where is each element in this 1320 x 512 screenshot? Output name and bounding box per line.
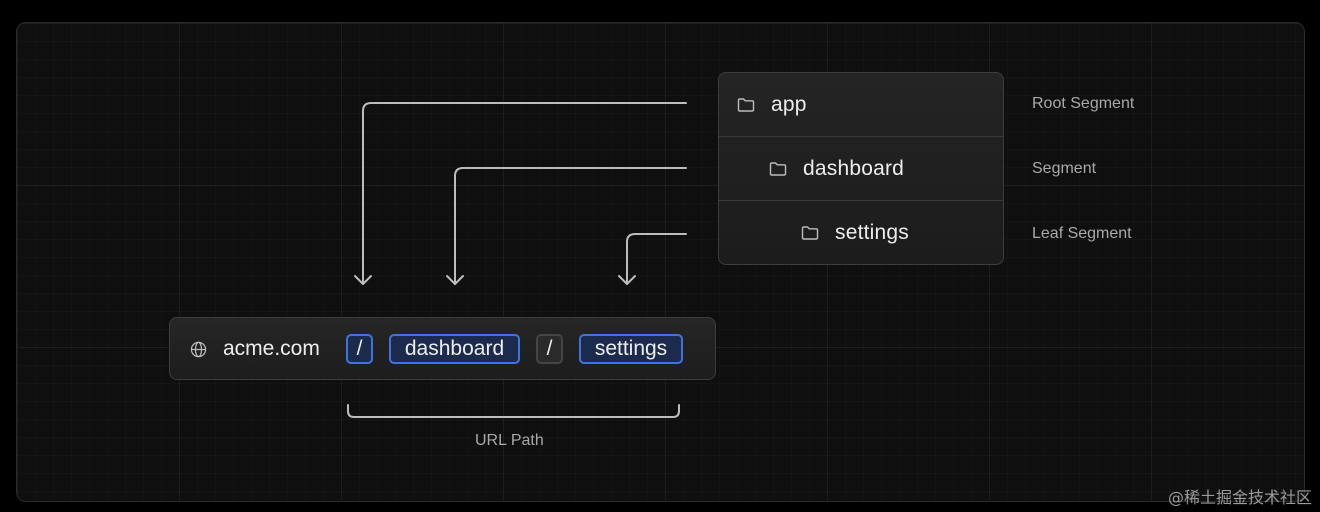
url-slash-separator: / bbox=[536, 334, 563, 364]
folder-icon bbox=[801, 226, 819, 240]
connector-app bbox=[362, 102, 687, 285]
folder-icon bbox=[737, 97, 755, 112]
arrowhead-settings bbox=[618, 275, 636, 285]
tree-item-settings: settings bbox=[719, 201, 1003, 264]
url-path-bracket bbox=[347, 404, 680, 418]
tree-item-dashboard: dashboard bbox=[719, 137, 1003, 201]
tree-item-label: dashboard bbox=[803, 156, 905, 180]
globe-icon bbox=[190, 341, 207, 358]
arrowhead-app bbox=[354, 275, 372, 285]
leaf-segment-label: Leaf Segment bbox=[1032, 225, 1132, 242]
url-segment-dashboard: dashboard bbox=[389, 334, 520, 364]
folder-tree: app dashboard settings bbox=[718, 72, 1004, 265]
connector-dashboard bbox=[454, 167, 687, 285]
connector-settings bbox=[626, 233, 687, 285]
url-segment-settings: settings bbox=[579, 334, 683, 364]
url-bar: acme.com / dashboard / settings bbox=[169, 317, 716, 380]
root-segment-label: Root Segment bbox=[1032, 95, 1135, 112]
tree-item-label: settings bbox=[835, 221, 909, 244]
tree-item-label: app bbox=[771, 92, 807, 116]
arrowhead-dashboard bbox=[446, 275, 464, 285]
url-domain: acme.com bbox=[223, 337, 320, 360]
folder-icon bbox=[769, 161, 787, 176]
watermark: @稀土掘金技术社区 bbox=[1167, 488, 1312, 507]
url-slash-root: / bbox=[346, 334, 373, 364]
segment-label: Segment bbox=[1032, 160, 1097, 177]
tree-item-app: app bbox=[719, 73, 1003, 137]
url-path-label: URL Path bbox=[475, 432, 544, 449]
